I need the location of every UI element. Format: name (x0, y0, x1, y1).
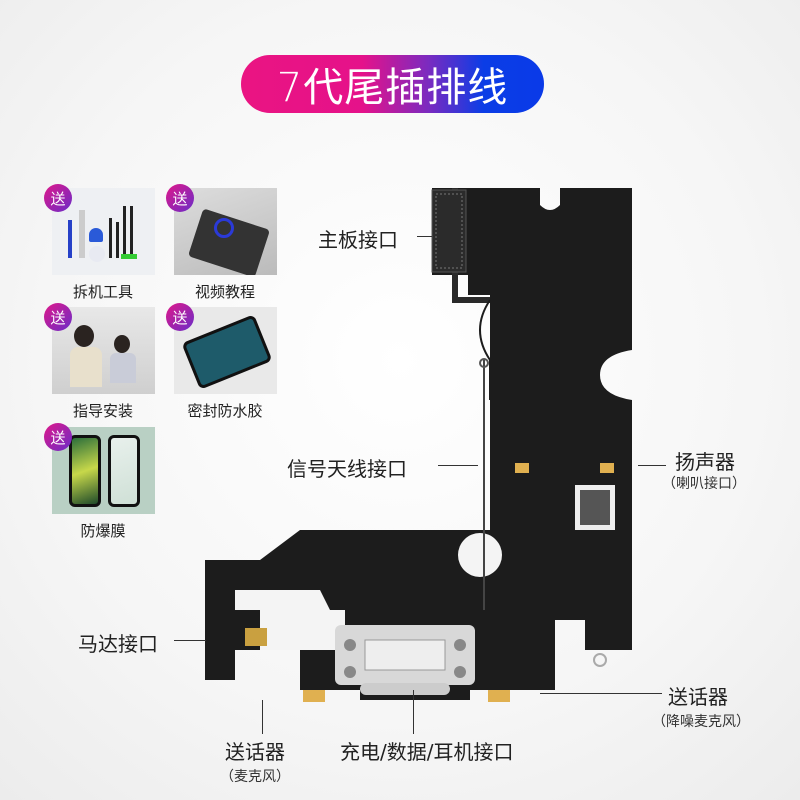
gift-label: 防爆膜 (80, 522, 126, 540)
leader-line (540, 693, 662, 694)
callout-mic-right: 送话器 (668, 685, 728, 709)
gift-badge: 送 (44, 423, 72, 451)
leader-line (262, 700, 263, 734)
callout-mic-left: 送话器 (225, 740, 285, 764)
title-text: 7代尾插排线 (276, 65, 509, 111)
cable-lower (205, 530, 620, 700)
leader-line (413, 690, 414, 734)
gift-label: 指导安装 (72, 402, 133, 420)
gift-badge: 送 (166, 184, 194, 212)
callout-speaker-sub: （喇叭接口） (662, 476, 746, 492)
gift-label: 视频教程 (194, 283, 255, 301)
callout-antenna: 信号天线接口 (287, 457, 407, 481)
gift-badge: 送 (166, 303, 194, 331)
callout-charging: 充电/数据/耳机接口 (340, 740, 514, 764)
callout-mic-right-sub: （降噪麦克风） (652, 714, 750, 730)
callout-mainboard: 主板接口 (318, 228, 398, 252)
gift-label: 密封防水胶 (187, 402, 263, 420)
callout-mic-left-sub: （麦克风） (220, 769, 290, 785)
callout-motor: 马达接口 (78, 632, 158, 656)
gift-label: 拆机工具 (72, 283, 133, 301)
callout-speaker: 扬声器 (675, 450, 735, 474)
leader-line (438, 465, 478, 466)
install-guidance-image (52, 307, 155, 394)
title-banner: 7代尾插排线 (241, 55, 544, 113)
gift-badge: 送 (44, 303, 72, 331)
leader-line (174, 640, 206, 641)
leader-line (638, 465, 666, 466)
gift-badge: 送 (44, 184, 72, 212)
leader-line (417, 236, 432, 237)
